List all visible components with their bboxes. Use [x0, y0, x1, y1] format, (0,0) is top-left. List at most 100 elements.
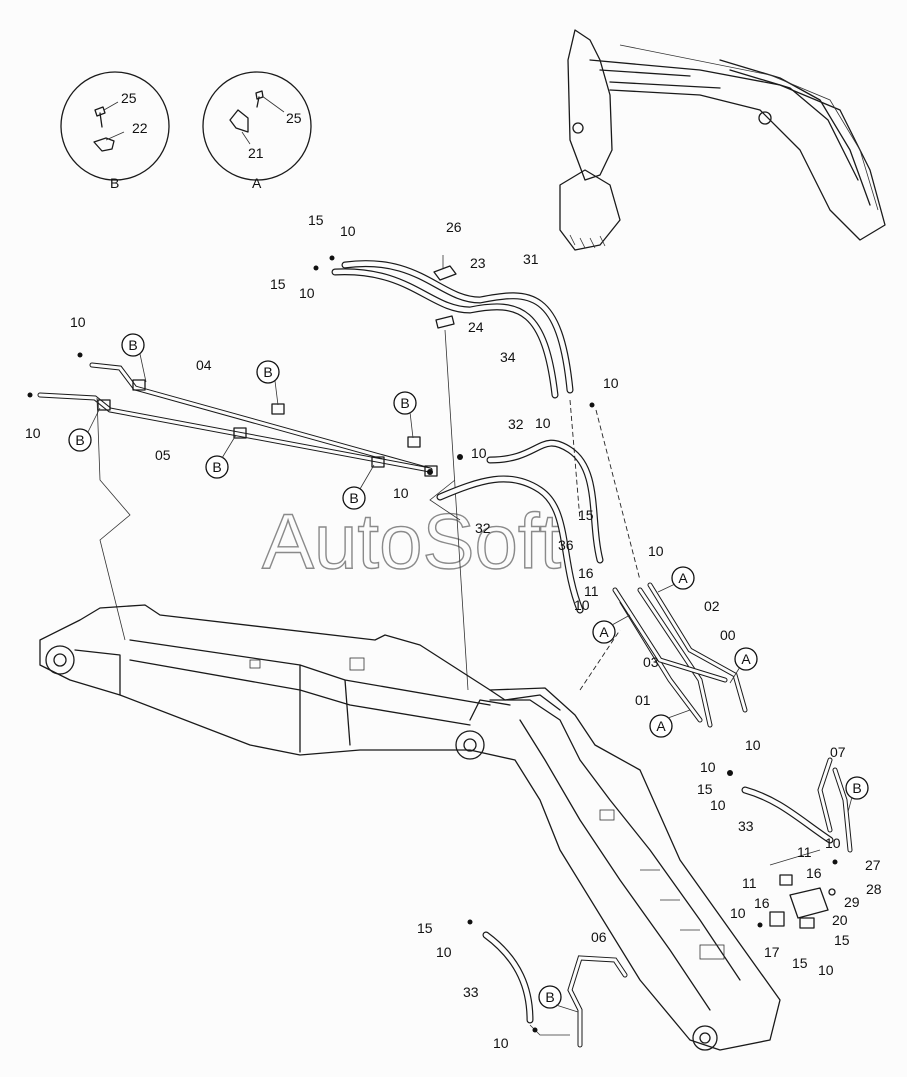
callout-21: 21: [248, 145, 264, 161]
callout: 15: [792, 955, 808, 971]
callout: 23: [470, 255, 486, 271]
callout: 15: [834, 932, 850, 948]
svg-text:B: B: [400, 395, 409, 411]
callout: 10: [574, 597, 590, 613]
detail-view-b: 25 22 B: [60, 71, 170, 191]
callout: 10: [535, 415, 551, 431]
badge-a: A: [671, 566, 695, 590]
reference-badges: B B B B B B B B A A A A: [68, 333, 869, 1009]
callout: 17: [764, 944, 780, 960]
svg-text:B: B: [128, 337, 137, 353]
block-20-assembly: [769, 849, 836, 929]
leader-clamp: [442, 255, 469, 691]
callout: 11: [584, 583, 599, 599]
callout: 10: [299, 285, 315, 301]
dashed-leaders: [569, 399, 641, 691]
leader-pipe-05-boom: [96, 397, 131, 641]
callout: 10: [471, 445, 487, 461]
callout: 20: [832, 912, 848, 928]
callout: 10: [70, 314, 86, 330]
callout: 36: [558, 537, 574, 553]
callout: 15: [417, 920, 433, 936]
callout-25-a: 25: [286, 110, 302, 126]
clamp-23-24: [433, 265, 457, 329]
callout: 33: [738, 818, 754, 834]
svg-text:B: B: [852, 780, 861, 796]
pipe-06: [567, 955, 628, 1048]
callout: 16: [578, 565, 594, 581]
callout: 26: [446, 219, 462, 235]
callout-25: 25: [121, 90, 137, 106]
svg-text:B: B: [75, 432, 84, 448]
badge-arrows: [87, 353, 853, 1013]
callout: 10: [710, 797, 726, 813]
leader-32: [429, 479, 461, 521]
callout: 10: [730, 905, 746, 921]
hose-33-lower: [482, 931, 534, 1024]
callout: 16: [806, 865, 822, 881]
callout: 01: [635, 692, 651, 708]
pipe-04: [89, 362, 433, 473]
svg-text:B: B: [545, 989, 554, 1005]
lines-00-03: [612, 582, 748, 728]
callout: 00: [720, 627, 736, 643]
svg-text:A: A: [656, 718, 666, 734]
callout: 15: [578, 507, 594, 523]
callout: 24: [468, 319, 484, 335]
callout: 05: [155, 447, 171, 463]
hose-31-34: [331, 260, 574, 399]
callout: 34: [500, 349, 516, 365]
pipe-clamps: [97, 379, 438, 477]
callout: 10: [825, 835, 841, 851]
callout: 10: [648, 543, 664, 559]
svg-text:B: B: [212, 459, 221, 475]
badge-a: A: [592, 620, 616, 644]
callout: 03: [643, 654, 659, 670]
hose-33-upper: [741, 786, 834, 844]
callout: 04: [196, 357, 212, 373]
callout: 11: [797, 844, 812, 860]
callout: 10: [745, 737, 761, 753]
svg-text:A: A: [741, 651, 751, 667]
detail-view-a: 25 21 A: [202, 71, 312, 191]
pipe-05: [37, 392, 433, 473]
callout-labels: 15 10 15 10 26 23 31 24 34 10 10 10 04 1…: [25, 212, 882, 1051]
callout: 10: [436, 944, 452, 960]
callout: 32: [475, 520, 491, 536]
callout: 10: [818, 962, 834, 978]
badge-b: B: [205, 455, 229, 479]
svg-text:B: B: [263, 364, 272, 380]
callout: 11: [742, 875, 757, 891]
callout: 31: [523, 251, 539, 267]
fitting-dots: [27, 255, 838, 1033]
callout: 15: [270, 276, 286, 292]
excavator-overview: [559, 29, 886, 251]
badge-b: B: [845, 776, 869, 800]
callout-22: 22: [132, 120, 148, 136]
badge-b: B: [393, 391, 417, 415]
callout: 16: [754, 895, 770, 911]
watermark: AutoSoft: [262, 497, 562, 585]
callout: 10: [493, 1035, 509, 1051]
callout: 32: [508, 416, 524, 432]
hose-32: [436, 439, 604, 614]
pipe-07: [817, 757, 853, 853]
svg-text:A: A: [599, 624, 609, 640]
callout: 06: [591, 929, 607, 945]
callout: 28: [866, 881, 882, 897]
badge-b: B: [121, 333, 145, 357]
boom-arm-body: [39, 604, 781, 1051]
badge-b: B: [68, 428, 92, 452]
callout: 02: [704, 598, 720, 614]
callout: 10: [25, 425, 41, 441]
callout: 29: [844, 894, 860, 910]
badge-b: B: [538, 985, 562, 1009]
badge-a: A: [649, 714, 673, 738]
badge-a: A: [734, 647, 758, 671]
callout: 15: [697, 781, 713, 797]
callout: 10: [393, 485, 409, 501]
detail-label-a: A: [252, 175, 262, 191]
svg-text:A: A: [678, 570, 688, 586]
